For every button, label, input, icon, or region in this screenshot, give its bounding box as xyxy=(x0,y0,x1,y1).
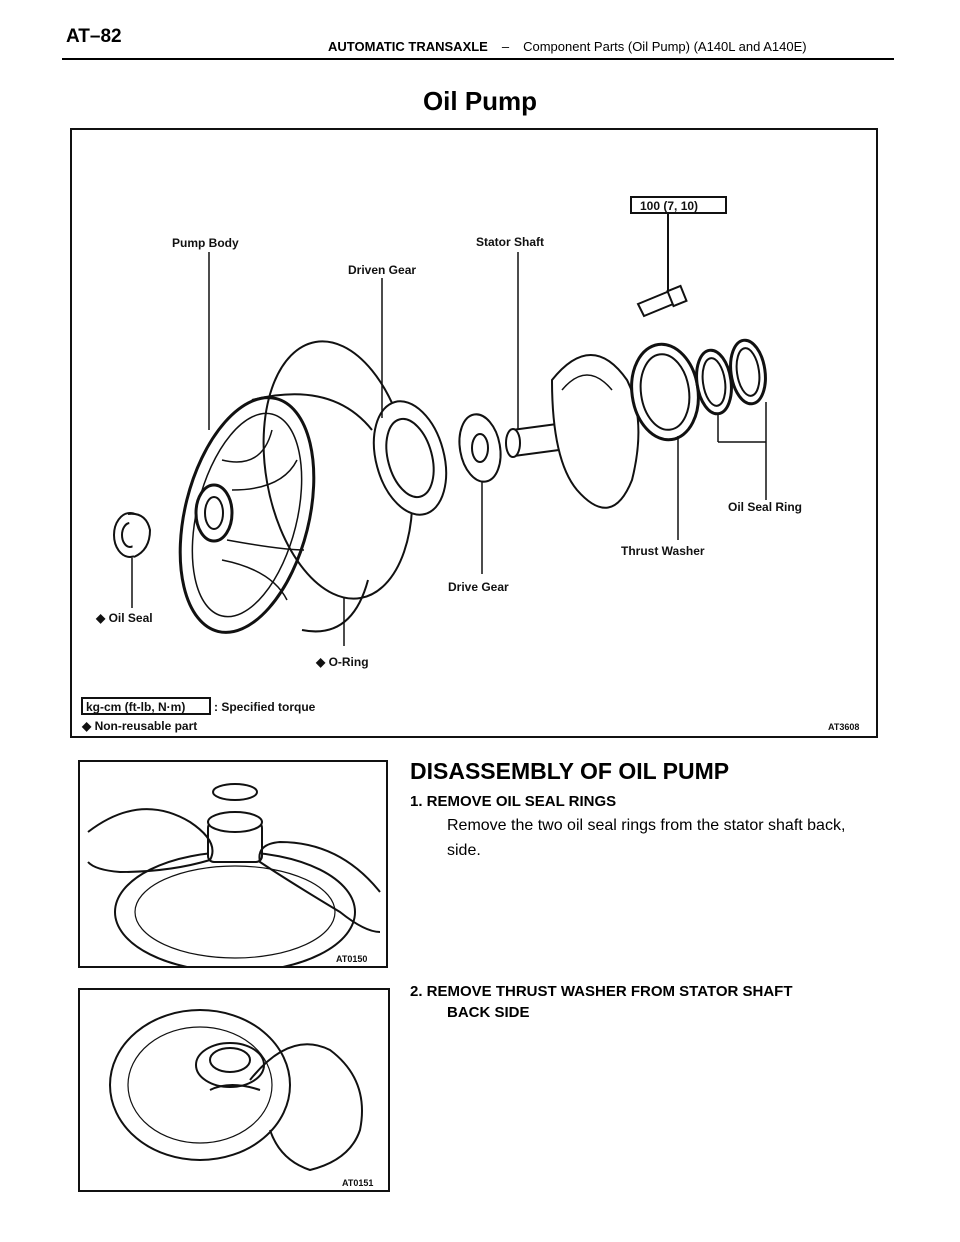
legend-torque: : Specified torque xyxy=(214,700,316,714)
running-header: AUTOMATIC TRANSAXLE–Component Parts (Oil… xyxy=(328,39,807,54)
thrust-washer-icon xyxy=(630,342,700,442)
driven-gear-icon xyxy=(372,400,448,516)
label-oil-seal-ring: Oil Seal Ring xyxy=(728,500,802,514)
label-oil-seal: ◆ Oil Seal xyxy=(95,611,153,625)
page-title: Oil Pump xyxy=(422,86,538,116)
header-separator: – xyxy=(501,39,510,54)
torque-box xyxy=(630,196,727,214)
legend-box xyxy=(81,697,211,715)
oil-pump-exploded-diagram: 100 (7, 10) xyxy=(70,128,878,738)
label-pump-body: Pump Body xyxy=(172,236,239,250)
step1-title: 1. REMOVE OIL SEAL RINGS xyxy=(410,793,617,810)
stator-shaft-icon xyxy=(505,354,640,509)
step2-svg: AT0151 xyxy=(109,1009,373,1188)
step1-svg: AT0150 xyxy=(87,783,381,966)
label-thrust-washer: Thrust Washer xyxy=(621,544,705,558)
step2-fig-code: AT0151 xyxy=(342,1178,373,1188)
step1-fig-code: AT0150 xyxy=(336,954,367,964)
pump-body-icon xyxy=(178,393,373,634)
legend-nonreusable: ◆ Non-reusable part xyxy=(81,719,197,733)
pump-hand-icon xyxy=(109,1009,363,1172)
section-title: DISASSEMBLY OF OIL PUMP xyxy=(410,758,730,784)
step2-body: BACK SIDE xyxy=(447,1004,530,1021)
page-number: AT–82 xyxy=(66,26,122,47)
label-stator-shaft: Stator Shaft xyxy=(476,235,544,249)
oil-seal-rings-icon xyxy=(695,338,767,416)
label-driven-gear: Driven Gear xyxy=(348,263,416,277)
label-drive-gear: Drive Gear xyxy=(448,580,509,594)
step2-illustration: AT0151 xyxy=(78,988,390,1192)
legend-units: kg-cm (ft-lb, N·m) xyxy=(86,700,185,714)
diagram-svg: 100 (7, 10) xyxy=(81,196,859,733)
torque-value: 100 (7, 10) xyxy=(640,199,698,213)
header-section: AUTOMATIC TRANSAXLE xyxy=(328,39,488,54)
drive-gear-icon xyxy=(458,413,502,483)
label-o-ring: ◆ O-Ring xyxy=(315,655,369,669)
oil-seal-icon xyxy=(113,512,152,558)
step1-illustration: AT0150 xyxy=(78,760,388,968)
step1-body: Remove the two oil seal rings from the s… xyxy=(447,817,846,859)
pump-hands-icon xyxy=(87,783,381,966)
figure-code: AT3608 xyxy=(828,722,859,732)
leader-lines xyxy=(131,252,767,646)
header-rule xyxy=(62,58,894,60)
bolt-icon xyxy=(636,214,688,318)
step2-title: 2. REMOVE THRUST WASHER FROM STATOR SHAF… xyxy=(410,983,793,1000)
header-subsection: Component Parts (Oil Pump) (A140L and A1… xyxy=(523,39,807,54)
